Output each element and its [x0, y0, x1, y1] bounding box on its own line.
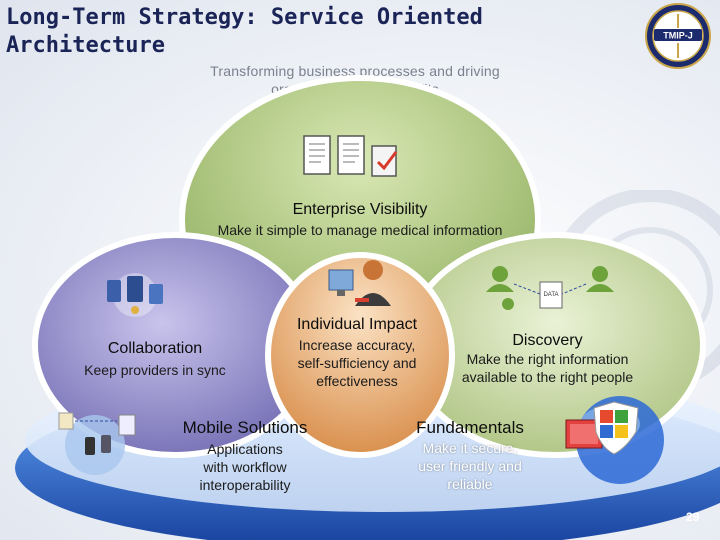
logo-text: TMIP-J [663, 31, 693, 41]
title-line-1: Long-Term Strategy: Service Oriented [6, 5, 483, 30]
person-at-computer-icon [328, 260, 391, 306]
page-number: 29 [686, 510, 700, 524]
individual-oval [265, 252, 455, 458]
discovery-line-1: Make the right information [466, 351, 629, 367]
fundamentals-description: Make it secure, user friendly and reliab… [385, 439, 555, 493]
checkmark-icon [376, 151, 398, 171]
collaboration-description: Keep providers in sync [84, 362, 226, 378]
individual-line-2: self-sufficiency and [297, 355, 417, 371]
people-network-icon: DATA [486, 266, 614, 310]
enterprise-heading: Enterprise Visibility [292, 201, 428, 218]
subtitle-line-1: Transforming business processes and driv… [210, 63, 500, 79]
collaboration-heading: Collaboration [107, 340, 203, 357]
discovery-line-2: available to the right people [461, 369, 634, 385]
individual-line-1: Increase accuracy, [298, 337, 416, 353]
fundamentals-line-3: reliable [447, 476, 493, 492]
fundamentals-line-2: user friendly and [418, 458, 522, 474]
individual-line-3: effectiveness [316, 373, 398, 389]
fundamentals-heading: Fundamentals [416, 418, 524, 437]
title-line-2: Architecture [6, 33, 165, 58]
tmip-j-seal-icon: TMIP-J [645, 3, 711, 69]
mobile-line-2: with workflow [203, 459, 287, 475]
mobile-description: Applications with workflow interoperabil… [160, 440, 330, 494]
individual-description: Increase accuracy, self-sufficiency and … [262, 336, 452, 390]
fundamentals-line-1: Make it secure, [422, 440, 518, 456]
collaboration-devices-icon [107, 273, 163, 317]
discovery-heading: Discovery [512, 332, 583, 349]
mobile-line-3: interoperability [199, 477, 291, 493]
security-shield-icon [565, 401, 639, 455]
individual-heading: Individual Impact [296, 316, 418, 333]
discovery-doc-label: DATA [543, 292, 558, 298]
mobile-heading: Mobile Solutions [182, 418, 308, 437]
mobile-devices-icon [58, 412, 136, 475]
mobile-line-1: Applications [207, 441, 283, 457]
discovery-description: Make the right information available to … [430, 350, 665, 386]
page-title: Long-Term Strategy: Service Oriented Arc… [6, 4, 606, 60]
enterprise-description: Make it simple to manage medical informa… [217, 222, 503, 238]
documents-icon [303, 135, 398, 177]
